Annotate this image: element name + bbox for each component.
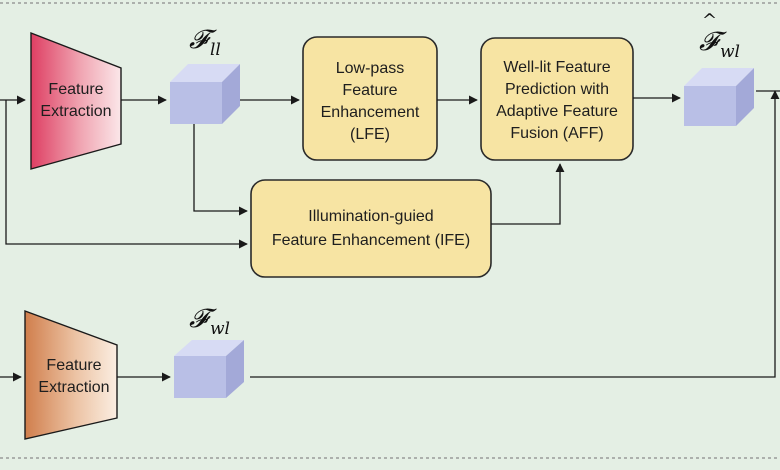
connections bbox=[0, 90, 780, 382]
svg-text:ll: ll bbox=[210, 40, 221, 60]
aff-line3: Adaptive Feature bbox=[496, 103, 618, 120]
lfe-line2: Feature bbox=[342, 82, 397, 99]
feature-label-f-wl: 𝓕 wl bbox=[189, 304, 230, 339]
feature-extraction-bottom: Feature Extraction bbox=[24, 309, 118, 440]
ife-block: Illumination-guied Feature Enhancement (… bbox=[250, 179, 492, 278]
lfe-line4: (LFE) bbox=[350, 126, 390, 143]
feature-label-f-ll: 𝓕 ll bbox=[189, 25, 221, 60]
ife-line1: Illumination-guied bbox=[308, 208, 433, 225]
arrow-input-to-ife bbox=[5, 100, 248, 249]
feature-extraction-bottom-line2: Extraction bbox=[38, 379, 109, 396]
feature-label-f-wl-hat: ^ 𝓕 wl bbox=[699, 10, 740, 62]
svg-text:^: ^ bbox=[702, 10, 717, 31]
feature-extraction-bottom-line1: Feature bbox=[46, 357, 101, 374]
feature-cube-f-wl-hat bbox=[684, 68, 754, 126]
aff-line1: Well-lit Feature bbox=[503, 59, 610, 76]
lfe-line1: Low-pass bbox=[336, 60, 404, 77]
feature-cube-f-ll bbox=[170, 64, 240, 124]
feature-extraction-top-line1: Feature bbox=[48, 81, 103, 98]
ife-line2: Feature Enhancement (IFE) bbox=[272, 232, 470, 249]
arrow-f-ll-to-ife bbox=[193, 124, 248, 216]
lfe-line3: Enhancement bbox=[321, 104, 420, 121]
lfe-block: Low-pass Feature Enhancement (LFE) bbox=[302, 36, 438, 161]
aff-block: Well-lit Feature Prediction with Adaptiv… bbox=[480, 37, 634, 161]
arrow-f-wl-to-output bbox=[250, 90, 780, 378]
svg-text:wl: wl bbox=[720, 42, 740, 62]
feature-cube-f-wl bbox=[174, 340, 244, 398]
svg-text:wl: wl bbox=[210, 319, 230, 339]
arrow-ife-to-aff bbox=[491, 163, 565, 225]
feature-extraction-top-line2: Extraction bbox=[40, 103, 111, 120]
aff-line4: Fusion (AFF) bbox=[510, 125, 603, 142]
feature-extraction-top: Feature Extraction bbox=[30, 31, 122, 170]
aff-line2: Prediction with bbox=[505, 81, 609, 98]
